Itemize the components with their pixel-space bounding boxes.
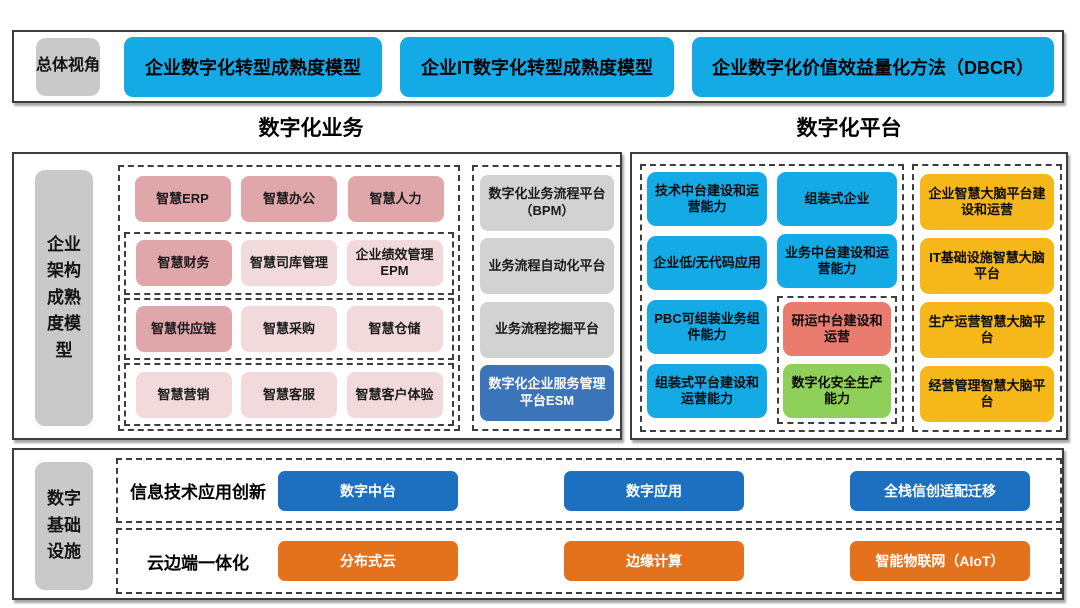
app-box-erp: 智慧ERP xyxy=(134,176,231,223)
platform-box-rpa: 业务流程自动化平台 xyxy=(480,238,614,295)
model-box-dbcr: 企业数字化价值效益量化方法（DBCR） xyxy=(692,36,1054,97)
brain-box-production-ops: 生产运营智慧大脑平台 xyxy=(920,302,1054,358)
pill-aiot: 智能物联网（AIoT） xyxy=(850,541,1030,581)
cloud-edge-row: 云边端一体化 分布式云 边缘计算 智能物联网（AIoT） xyxy=(116,528,1062,594)
brain-box-it-infra: IT基础设施智慧大脑平台 xyxy=(920,238,1054,294)
app-box-finance: 智慧财务 xyxy=(135,240,232,287)
platform-box-process-mining: 业务流程挖掘平台 xyxy=(480,301,614,358)
cap-box-pbc: PBC可组装业务组件能力 xyxy=(647,300,767,354)
process-platform-group: 数字化业务流程平台（BPM） 业务流程自动化平台 业务流程挖掘平台 数字化企业服… xyxy=(472,165,622,431)
pill-digital-apps: 数字应用 xyxy=(564,470,744,511)
app-box-hr: 智慧人力 xyxy=(347,176,444,223)
cloud-edge-pills: 分布式云 边缘计算 智能物联网（AIoT） xyxy=(278,541,1030,581)
overview-band: 总体视角 企业数字化转型成熟度模型 企业IT数字化转型成熟度模型 企业数字化价值… xyxy=(12,30,1064,103)
business-apps-group: 智慧ERP 智慧办公 智慧人力 智慧财务 智慧司库管理 企业绩效管理EPM 智慧… xyxy=(118,165,460,431)
app-box-customer-experience: 智慧客户体验 xyxy=(346,371,443,418)
cloud-edge-row-label: 云边端一体化 xyxy=(147,553,249,573)
pill-digital-middle-platform: 数字中台 xyxy=(278,470,458,511)
cap-box-composable-platform: 组装式平台建设和运营能力 xyxy=(647,364,767,418)
pill-edge-computing: 边缘计算 xyxy=(564,541,744,581)
xinchuang-row: 信息技术应用创新 数字中台 数字应用 全栈信创适配迁移 xyxy=(116,458,1062,523)
infrastructure-band: 数字基础设施 信息技术应用创新 数字中台 数字应用 全栈信创适配迁移 云边端一体… xyxy=(12,448,1064,600)
header-digital-business: 数字化业务 xyxy=(258,117,364,140)
app-box-warehouse: 智慧仓储 xyxy=(346,305,443,352)
cap-box-devops-middle: 研运中台建设和运营 xyxy=(783,302,891,356)
cap-box-tech-middle: 技术中台建设和运营能力 xyxy=(647,172,767,226)
app-row-3: 智慧供应链 智慧采购 智慧仓储 xyxy=(124,297,454,361)
cap-box-composable-enterprise: 组装式企业 xyxy=(777,172,897,226)
app-row-2: 智慧财务 智慧司库管理 企业绩效管理EPM xyxy=(124,231,454,295)
xinchuang-row-label: 信息技术应用创新 xyxy=(130,483,266,502)
cap-box-security-production: 数字化安全生产能力 xyxy=(783,364,891,418)
brain-box-business-mgmt: 经营管理智慧大脑平台 xyxy=(920,366,1054,422)
devops-security-subgroup: 研运中台建设和运营 数字化安全生产能力 xyxy=(777,296,897,424)
header-digital-platform: 数字化平台 xyxy=(796,117,902,140)
app-box-customer-service: 智慧客服 xyxy=(241,371,337,418)
infrastructure-label: 数字基础设施 xyxy=(35,462,93,590)
smart-brain-group: 企业智慧大脑平台建设和运营 IT基础设施智慧大脑平台 生产运营智慧大脑平台 经营… xyxy=(912,164,1062,432)
pill-full-stack-migration: 全栈信创适配迁移 xyxy=(850,470,1030,511)
model-box-digital-transformation: 企业数字化转型成熟度模型 xyxy=(124,36,382,97)
overview-label: 总体视角 xyxy=(36,37,100,96)
architecture-band: 企业架构成熟度模型 智慧ERP 智慧办公 智慧人力 智慧财务 智慧司库管理 企业… xyxy=(12,152,622,440)
platform-box-bpm: 数字化业务流程平台（BPM） xyxy=(480,175,614,231)
architecture-label: 企业架构成熟度模型 xyxy=(35,170,93,426)
app-box-epm: 企业绩效管理EPM xyxy=(346,240,443,287)
app-box-supply-chain: 智慧供应链 xyxy=(135,305,232,352)
app-box-office: 智慧办公 xyxy=(241,176,337,223)
app-box-procurement: 智慧采购 xyxy=(241,305,337,352)
brain-box-enterprise: 企业智慧大脑平台建设和运营 xyxy=(920,174,1054,230)
xinchuang-pills: 数字中台 数字应用 全栈信创适配迁移 xyxy=(278,470,1030,511)
platform-box-esm: 数字化企业服务管理平台ESM xyxy=(480,364,614,421)
app-row-4: 智慧营销 智慧客服 智慧客户体验 xyxy=(124,363,454,426)
app-box-treasury: 智慧司库管理 xyxy=(241,240,337,287)
cap-box-business-middle: 业务中台建设和运营能力 xyxy=(777,234,897,288)
model-box-it-transformation: 企业IT数字化转型成熟度模型 xyxy=(400,36,674,97)
pill-distributed-cloud: 分布式云 xyxy=(278,541,458,581)
platform-col-mid: 组装式企业 业务中台建设和运营能力 研运中台建设和运营 数字化安全生产能力 xyxy=(777,172,897,424)
app-row-1: 智慧ERP 智慧办公 智慧人力 xyxy=(124,170,454,229)
platform-col-left: 技术中台建设和运营能力 企业低/无代码应用 PBC可组装业务组件能力 组装式平台… xyxy=(647,172,767,424)
app-box-marketing: 智慧营销 xyxy=(135,371,232,418)
cap-box-low-code: 企业低/无代码应用 xyxy=(647,236,767,290)
platform-capability-group: 技术中台建设和运营能力 企业低/无代码应用 PBC可组装业务组件能力 组装式平台… xyxy=(640,164,904,432)
platform-band: 技术中台建设和运营能力 企业低/无代码应用 PBC可组装业务组件能力 组装式平台… xyxy=(630,152,1068,440)
